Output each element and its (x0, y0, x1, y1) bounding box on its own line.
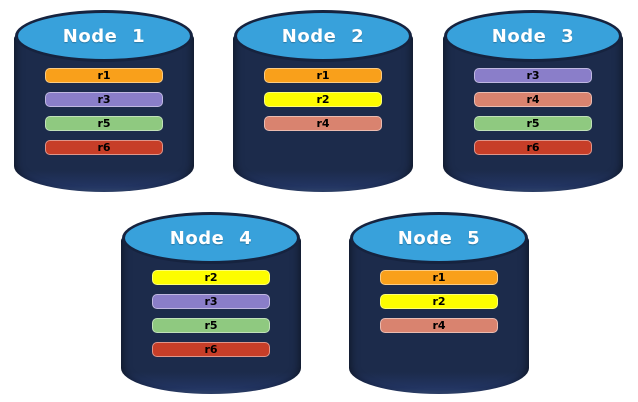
replica-bar-r3: r3 (45, 92, 163, 107)
replica-bar-r2: r2 (380, 294, 498, 309)
node-cylinder-3: Node 3 r3 r4 r5 r6 (443, 8, 623, 192)
cylinder-top-ellipse (350, 212, 528, 264)
replica-list: r1 r2 r4 (349, 270, 529, 333)
cylinder-top-ellipse (234, 10, 412, 62)
replica-bar-r1: r1 (380, 270, 498, 285)
replica-list: r3 r4 r5 r6 (443, 68, 623, 155)
cylinder-top-ellipse (444, 10, 622, 62)
node-label: Node 5 (397, 227, 481, 249)
replica-bar-r1: r1 (45, 68, 163, 83)
replica-bar-r5: r5 (152, 318, 270, 333)
replica-bar-r6: r6 (474, 140, 592, 155)
node-cylinder-4: Node 4 r2 r3 r5 r6 (121, 210, 301, 394)
replica-bar-r4: r4 (474, 92, 592, 107)
replica-bar-r3: r3 (152, 294, 270, 309)
replica-bar-r4: r4 (264, 116, 382, 131)
replica-bar-r5: r5 (474, 116, 592, 131)
replica-bar-r4: r4 (380, 318, 498, 333)
cylinder-top-ellipse (122, 212, 300, 264)
node-cylinder-5: Node 5 r1 r2 r4 (349, 210, 529, 394)
replica-bar-r6: r6 (45, 140, 163, 155)
replica-bar-r2: r2 (264, 92, 382, 107)
replica-bar-r6: r6 (152, 342, 270, 357)
replica-list: r1 r3 r5 r6 (14, 68, 194, 155)
replica-bar-r5: r5 (45, 116, 163, 131)
cylinder-top-ellipse (15, 10, 193, 62)
replica-bar-r1: r1 (264, 68, 382, 83)
node-label: Node 2 (281, 25, 365, 47)
replica-bar-r3: r3 (474, 68, 592, 83)
node-label: Node 1 (62, 25, 146, 47)
node-cylinder-2: Node 2 r1 r2 r4 (233, 8, 413, 192)
node-label: Node 3 (491, 25, 575, 47)
node-label: Node 4 (169, 227, 253, 249)
replica-list: r2 r3 r5 r6 (121, 270, 301, 357)
replica-bar-r2: r2 (152, 270, 270, 285)
node-cylinder-1: Node 1 r1 r3 r5 r6 (14, 8, 194, 192)
replica-list: r1 r2 r4 (233, 68, 413, 131)
